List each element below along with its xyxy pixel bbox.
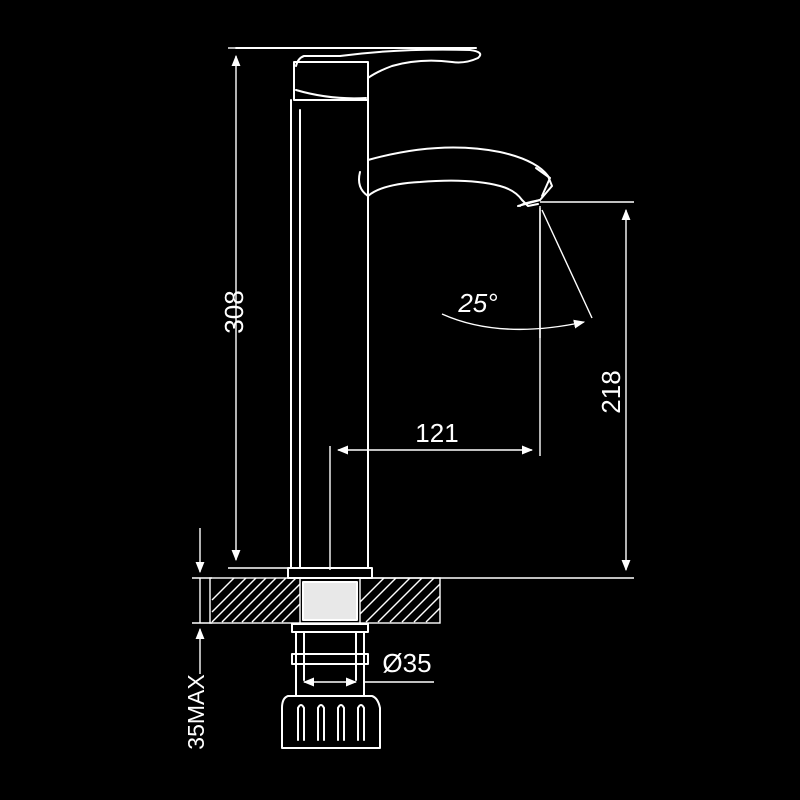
spout-reach-label: 121 bbox=[415, 418, 458, 448]
dimension-deck-thickness: 35MAX bbox=[183, 528, 212, 750]
dimension-spout-angle: 25° bbox=[441, 208, 593, 338]
total-height-label: 308 bbox=[219, 290, 249, 333]
deck-thickness-label: 35MAX bbox=[183, 674, 209, 749]
countertop bbox=[209, 577, 441, 624]
countertop-hatching bbox=[211, 577, 441, 623]
underside-fittings bbox=[281, 623, 381, 749]
spout-height-label: 218 bbox=[596, 370, 626, 413]
dimension-hole-diameter: Ø35 bbox=[295, 648, 434, 690]
dimension-spout-height: 218 bbox=[372, 201, 634, 579]
hole-diameter-label: Ø35 bbox=[382, 648, 431, 678]
dimension-total-height: 308 bbox=[219, 47, 300, 569]
dimension-spout-reach: 121 bbox=[329, 206, 541, 570]
spout-angle-label: 25° bbox=[457, 288, 497, 318]
faucet-body bbox=[235, 47, 553, 579]
